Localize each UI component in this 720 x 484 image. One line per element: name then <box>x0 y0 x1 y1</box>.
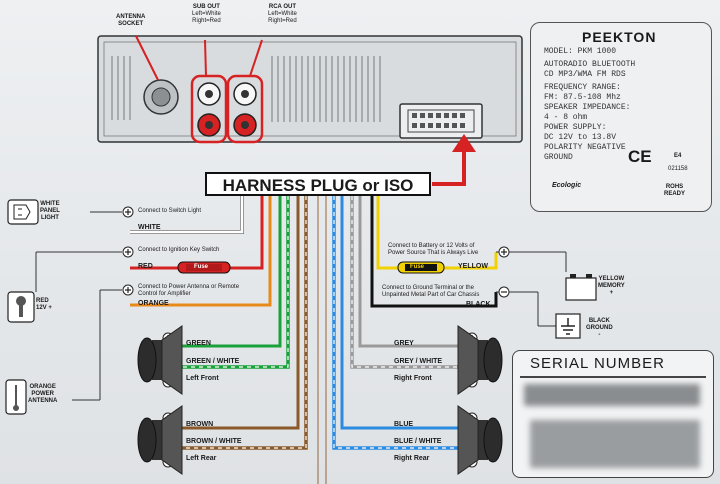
serial-blur-1 <box>524 384 700 406</box>
wire-green-white <box>178 196 290 369</box>
ground-icon <box>555 313 581 339</box>
brown-wire-label: BROWN <box>186 421 214 428</box>
antenna-socket <box>135 35 179 115</box>
panel-light-icon <box>7 199 39 225</box>
switch-light-note: Connect to Switch Light <box>138 208 202 214</box>
left-front-label: Left Front <box>186 375 219 382</box>
wire-red <box>130 196 264 270</box>
black-wire-label: BLACK <box>466 301 491 308</box>
orange-wire-label: ORANGE <box>138 300 169 307</box>
polarity-line-1: POLARITY NEGATIVE <box>544 143 626 152</box>
yellow-wire-label: YELLOW <box>458 263 488 270</box>
wire-yellow <box>376 196 498 270</box>
wire-blue <box>340 196 466 430</box>
model-text: MODEL: PKM 1000 <box>544 47 617 56</box>
green-wire-label: GREEN <box>186 340 211 347</box>
power-value: DC 12V to 13.8V <box>544 133 617 142</box>
power-antenna-icon <box>5 379 27 415</box>
wire-brown <box>178 196 300 430</box>
grey-wire-label: GREY <box>394 340 414 347</box>
speaker-right-front <box>457 325 503 395</box>
fuse-right-label: Fuse <box>410 264 425 270</box>
wire-green <box>178 196 282 348</box>
sub-out-rca <box>190 39 228 144</box>
imp-title: SPEAKER IMPEDANCE: <box>544 103 631 112</box>
polarity-line-2: GROUND <box>544 153 573 162</box>
wire-orange <box>130 196 272 307</box>
green-white-wire-label: GREEN / WHITE <box>186 358 240 365</box>
spec-line-2: CD MP3/WMA FM RDS <box>544 70 626 79</box>
right-rear-label: Right Rear <box>394 455 430 462</box>
wire-grey-white <box>350 196 466 369</box>
spec-label-panel <box>530 22 712 212</box>
serial-title: SERIAL NUMBER <box>530 355 665 372</box>
fuse-left-label: Fuse <box>194 264 209 270</box>
wire-white <box>130 196 244 234</box>
brown-white-wire-label: BROWN / WHITE <box>186 438 242 445</box>
serial-blur-2 <box>530 420 700 468</box>
spec-line-1: AUTORADIO BLUETOOTH <box>544 60 636 69</box>
red-wire-label: RED <box>138 263 153 270</box>
wire-brown-white <box>178 196 308 450</box>
e4-mark: E4 <box>674 153 682 159</box>
ecologic-logo: Ecologic <box>552 182 582 189</box>
brand-name: PEEKTON <box>582 29 657 45</box>
battery-icon <box>565 274 597 301</box>
ignition-note: Connect to Ignition Key Switch <box>138 247 220 253</box>
fuse-right <box>397 261 445 274</box>
freq-value: FM: 87.5-108 Mhz <box>544 93 621 102</box>
ce-mark: CE <box>628 147 652 166</box>
harness-title: HARNESS PLUG or ISO <box>205 172 431 196</box>
power-title: POWER SUPPLY: <box>544 123 607 132</box>
rca-out <box>226 39 264 144</box>
serial-divider <box>520 376 706 378</box>
blue-wire-label: BLUE <box>394 421 414 428</box>
blue-white-wire-label: BLUE / WHITE <box>394 438 442 445</box>
wire-grey <box>358 196 466 348</box>
wire-blue-white <box>332 196 466 450</box>
grey-white-wire-label: GREY / WHITE <box>394 358 443 365</box>
right-front-label: Right Front <box>394 375 432 382</box>
speaker-left-front <box>137 325 183 395</box>
speaker-left-rear <box>137 405 183 475</box>
ignition-key-icon <box>7 291 35 323</box>
iso-connector <box>399 103 483 139</box>
freq-title: FREQUENCY RANGE: <box>544 83 621 92</box>
speaker-right-rear <box>457 405 503 475</box>
left-rear-label: Left Rear <box>186 455 217 462</box>
e4-code: 021158 <box>668 166 688 172</box>
harness-arrow <box>432 134 476 186</box>
white-wire-label: WHITE <box>138 224 161 231</box>
imp-value: 4 - 8 ohm <box>544 113 588 122</box>
fuse-left <box>177 261 231 274</box>
wire-black <box>370 196 498 308</box>
